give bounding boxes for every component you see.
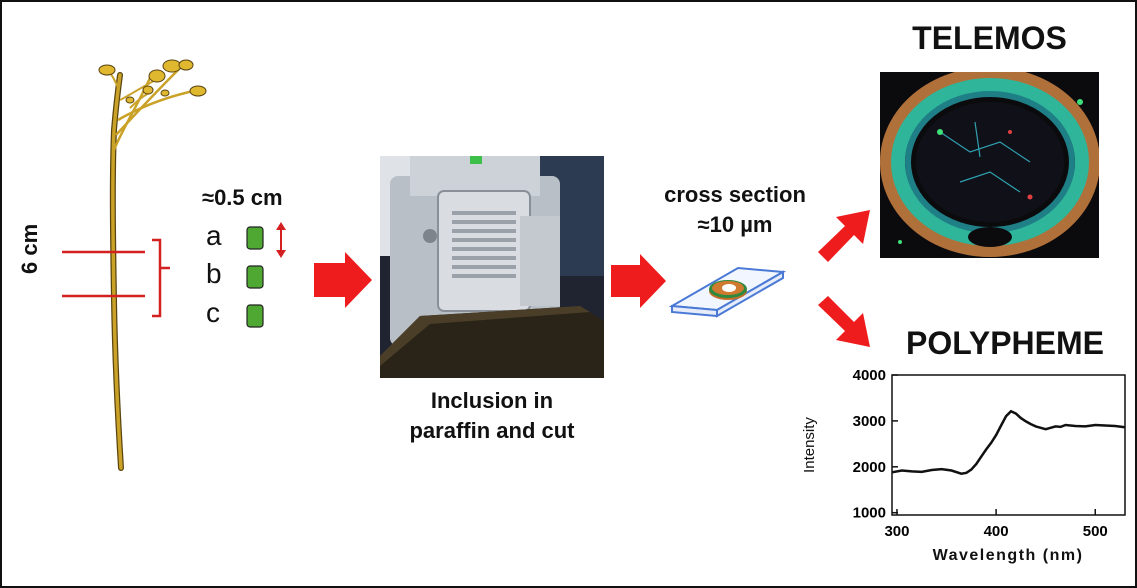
arrow-to-inclusion [314,252,372,308]
arrow-to-polypheme [818,296,870,347]
segment-a-block [246,226,264,250]
segment-length-label: ≈0.5 cm [202,185,283,210]
segment-c-label: c [206,297,220,328]
arrow-to-section [611,254,666,308]
telemos-fluorescence-image [880,72,1099,258]
segment-b-label: b [206,258,222,289]
microtome-image [380,156,604,378]
telemos-image [880,72,1099,258]
chart-xtick-label: 500 [1083,523,1108,540]
chart-ytick-label: 3000 [853,413,886,430]
chart-xtick-label: 400 [984,523,1009,540]
section-caption-line2: ≈10 µm [697,212,773,237]
segment-bracket [152,238,170,318]
microtome-photo [380,156,604,378]
chart-series-line [891,409,1126,475]
chart-xlabel: Wavelength (nm) [933,547,1084,564]
chart-plot-frame [891,374,1126,516]
plant-illustration [98,59,207,471]
segment-c-block [246,304,264,328]
section-caption-line1: cross section [664,182,806,207]
inclusion-caption-line1: Inclusion in [430,388,554,413]
segment-a-label: a [206,220,222,251]
arrow-to-telemos [818,210,870,262]
chart-ytick-label: 2000 [853,459,886,476]
chart-ytick-label: 1000 [853,505,886,522]
microscope-slide [668,266,787,318]
polypheme-title: POLYPHEME [906,325,1104,361]
telemos-title: TELEMOS [912,20,1067,56]
segment-length-arrow [276,222,286,258]
inclusion-caption-line2: paraffin and cut [409,418,575,443]
chart-ylabel: Intensity [801,417,818,473]
chart-ytick-label: 4000 [853,367,886,384]
chart-xtick-label: 300 [884,523,909,540]
segment-b-block [246,265,264,289]
